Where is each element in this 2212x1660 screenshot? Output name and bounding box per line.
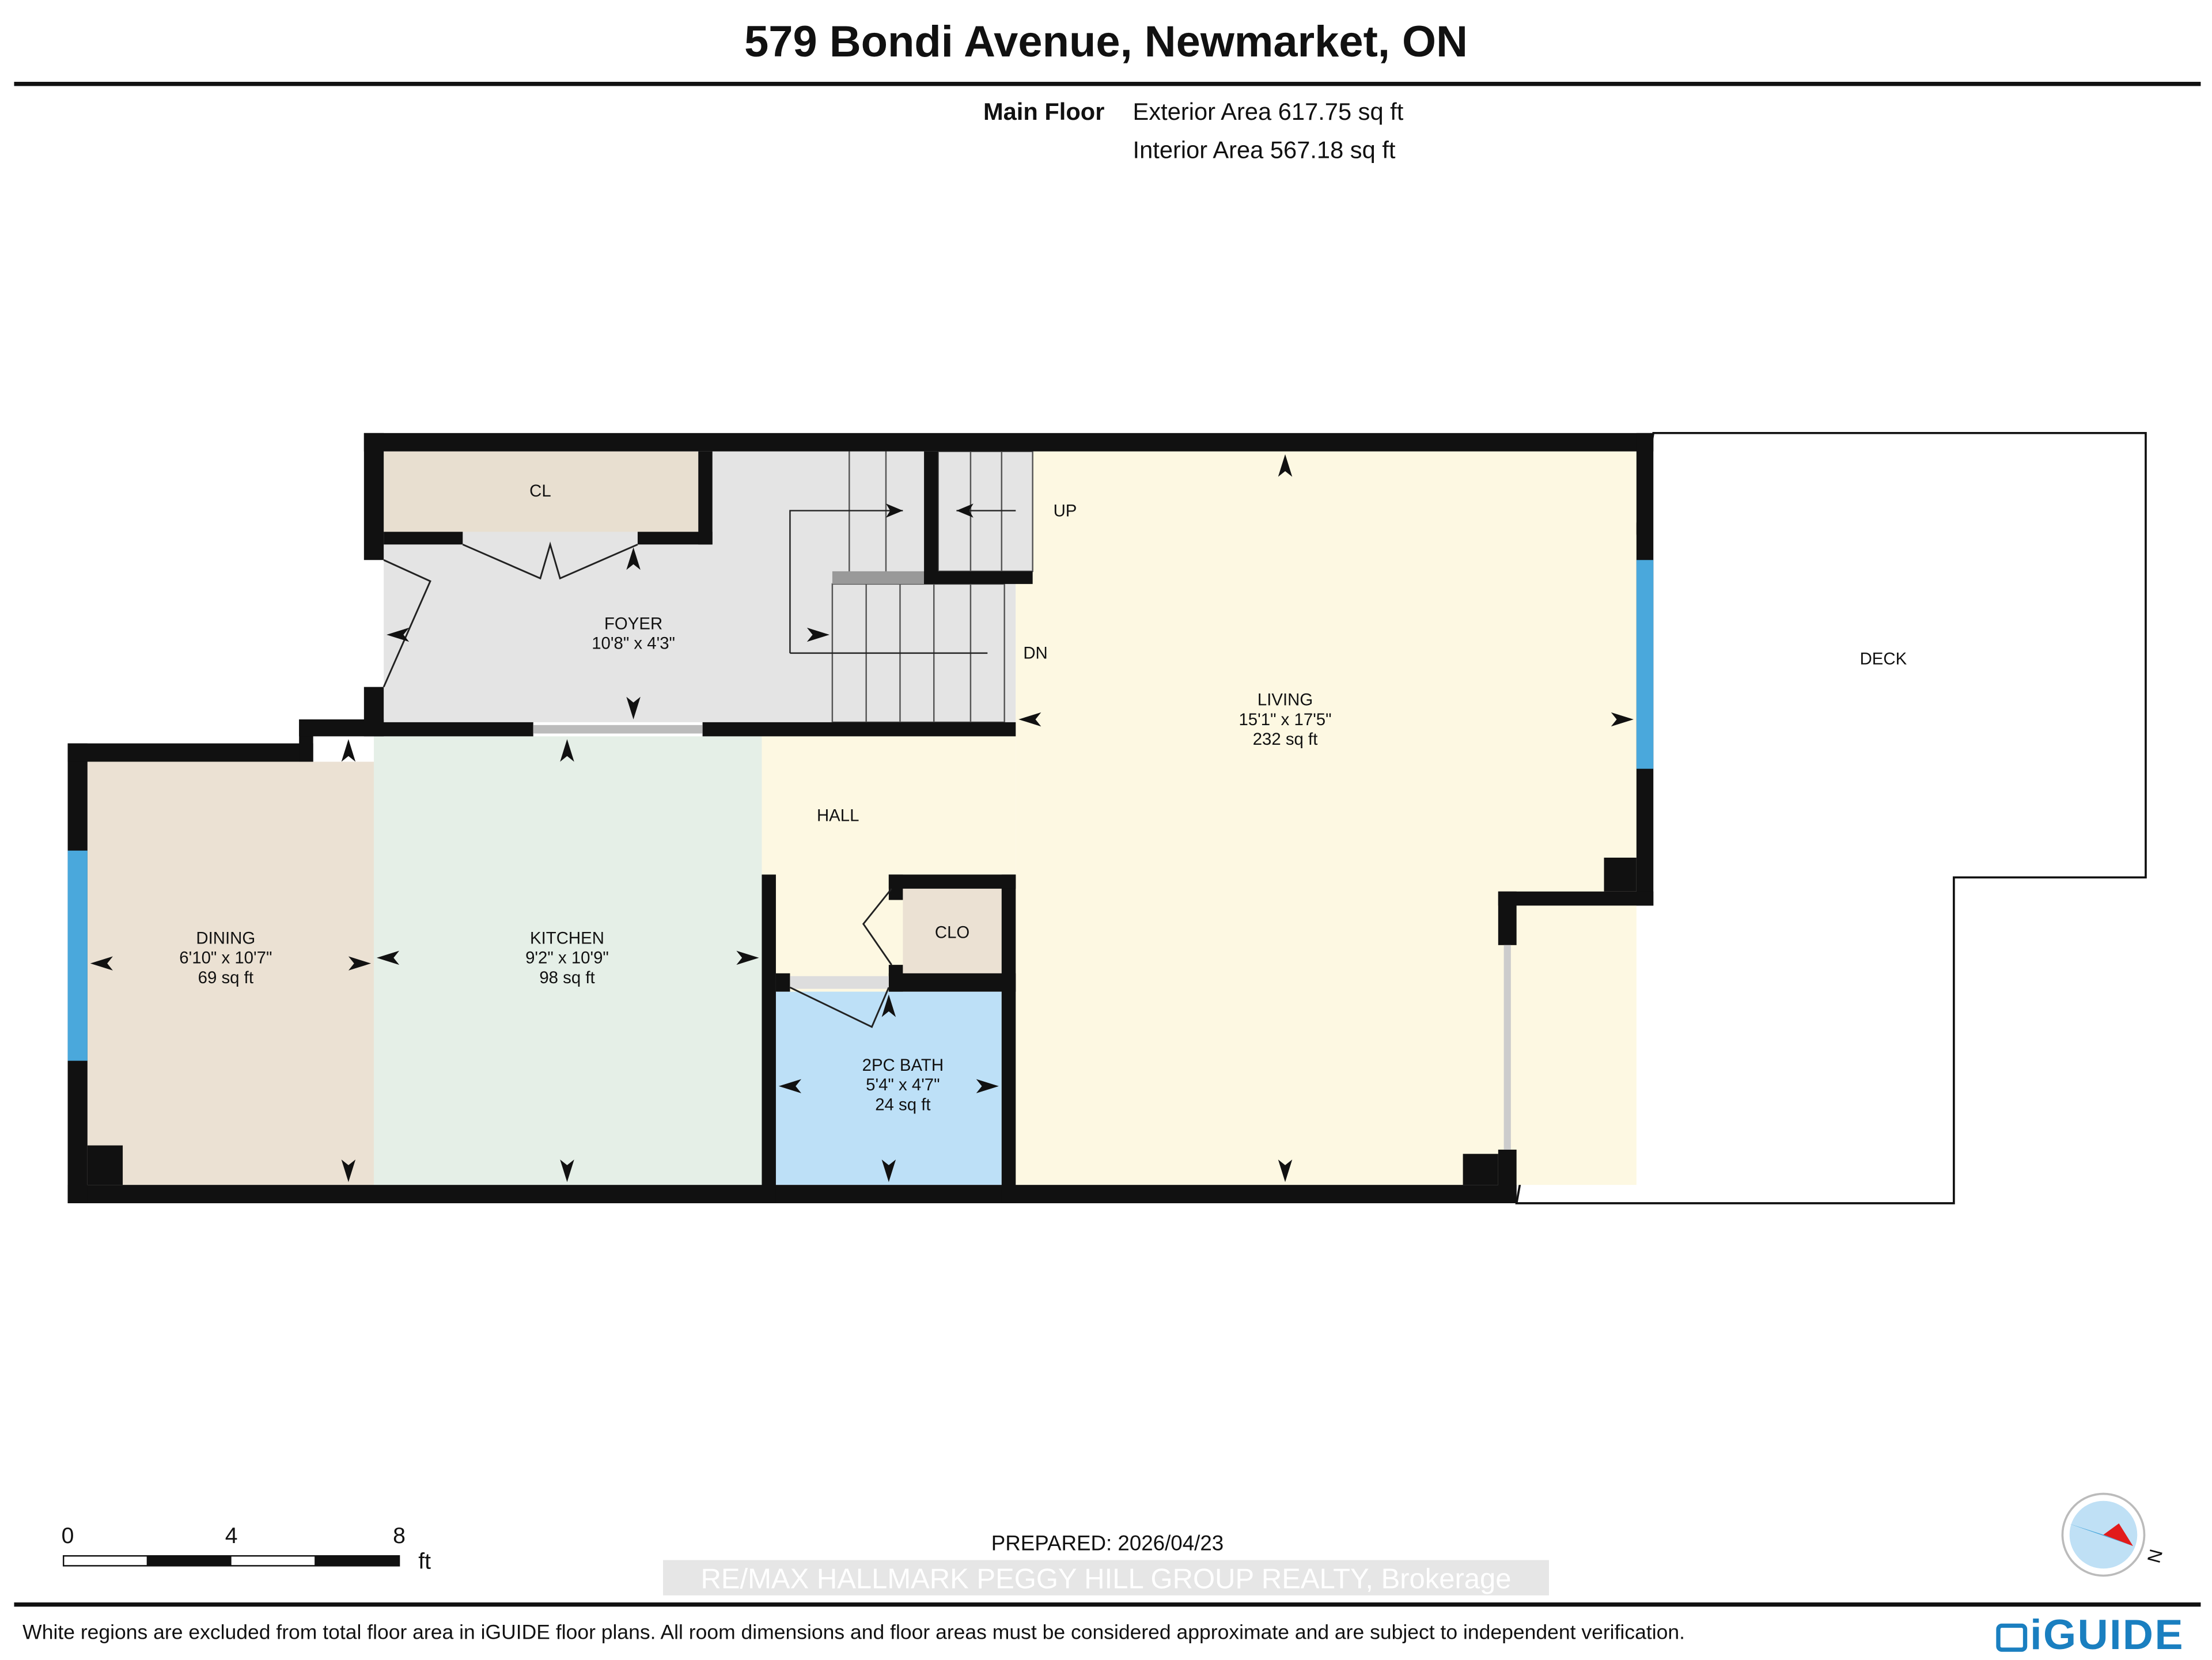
logo-text: iGUIDE — [2030, 1612, 2184, 1659]
room-label-hall: HALL — [817, 806, 859, 825]
room-label-clo: CLO — [935, 923, 969, 942]
room-label-bath: 2PC BATH — [862, 1056, 944, 1075]
scale-unit: ft — [418, 1549, 431, 1574]
room-area-kitchen: 98 sq ft — [539, 968, 594, 987]
room-dims-foyer: 10'8" x 4'3" — [592, 634, 675, 653]
brokerage-watermark: RE/MAX HALLMARK PEGGY HILL GROUP REALTY,… — [701, 1564, 1512, 1595]
deck-door — [1503, 945, 1511, 1150]
bath-door — [790, 976, 889, 989]
room-label-cl: CL — [529, 482, 551, 501]
floor-name: Main Floor — [983, 98, 1105, 126]
room-label-foyer: FOYER — [604, 614, 662, 633]
scale-tick-8: 8 — [393, 1523, 406, 1548]
stair-label-dn: DN — [1023, 644, 1047, 663]
room-dims-kitchen: 9'2" x 10'9" — [525, 949, 609, 968]
dimension-arrows — [90, 454, 1634, 1183]
stairs — [789, 450, 1033, 723]
walls — [67, 433, 1654, 1203]
compass-icon — [2061, 1492, 2146, 1577]
brokerage-band — [663, 1560, 1550, 1595]
page-title: 579 Bondi Avenue, Newmarket, ON — [744, 17, 1468, 67]
camera-icon — [1996, 1623, 2028, 1652]
room-label-deck: DECK — [1860, 649, 1907, 668]
room-label-living: LIVING — [1257, 691, 1313, 710]
room-area-living: 232 sq ft — [1253, 730, 1318, 749]
foyer-opening — [533, 725, 703, 734]
kitchen-area — [373, 736, 762, 1185]
exterior-area: Exterior Area 617.75 sq ft — [1132, 98, 1404, 126]
window-dining — [67, 850, 88, 1061]
room-dims-dining: 6'10" x 10'7" — [179, 949, 272, 968]
closet-area — [384, 451, 699, 532]
room-label-kitchen: KITCHEN — [530, 928, 604, 948]
room-area-dining: 69 sq ft — [198, 968, 253, 987]
scale-tick-0: 0 — [62, 1523, 74, 1548]
header-divider — [14, 82, 2201, 86]
room-dims-living: 15'1" x 17'5" — [1238, 710, 1331, 729]
stair-label-up: UP — [1054, 501, 1077, 520]
compass-north-label: N — [2143, 1547, 2166, 1566]
iguide-logo: iGUIDE — [1996, 1612, 2184, 1660]
door-swings — [382, 541, 892, 1028]
dining-area — [87, 761, 374, 1185]
scale-tick-4: 4 — [225, 1523, 238, 1548]
scale-bar — [62, 1555, 400, 1567]
footer-divider — [14, 1602, 2201, 1607]
prepared-date: PREPARED: 2026/04/23 — [991, 1531, 1224, 1555]
clo-area — [903, 888, 1002, 973]
living-area — [1016, 451, 1637, 1185]
interior-area: Interior Area 567.18 sq ft — [1132, 137, 1396, 164]
room-label-dining: DINING — [196, 928, 255, 948]
room-area-bath: 24 sq ft — [875, 1095, 930, 1114]
window-living — [1636, 560, 1654, 769]
bath-area — [775, 991, 1002, 1185]
room-dims-bath: 5'4" x 4'7" — [866, 1075, 940, 1094]
footer-disclaimer: White regions are excluded from total fl… — [22, 1622, 1685, 1645]
